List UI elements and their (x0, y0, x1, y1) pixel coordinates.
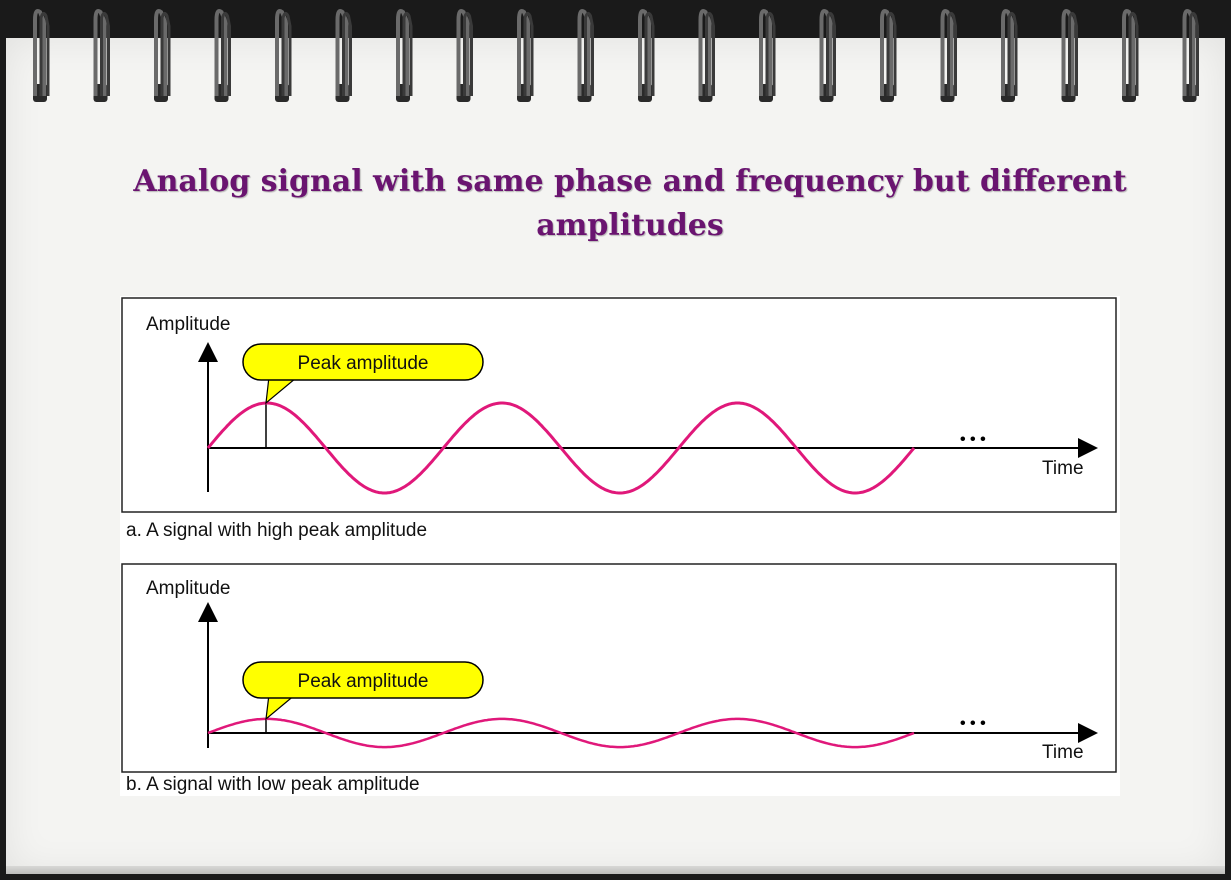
panel-a-callout-bubble (242, 343, 484, 381)
panel-a-y-axis-label: Amplitude (146, 314, 231, 335)
notepad-bottom-edge (6, 866, 1225, 874)
spiral-binding-ring-icon (638, 9, 655, 102)
spiral-binding-ring-icon (1122, 9, 1139, 102)
spiral-binding-ring-icon (698, 9, 715, 102)
panel-b-callout-text: Peak amplitude (298, 671, 429, 692)
spiral-binding-ring-icon (940, 9, 957, 102)
panel-b-frame (121, 563, 1117, 773)
panel-a: Amplitude Time • • • Peak amplitude (121, 297, 1117, 513)
panel-b-callout-bubble (242, 661, 484, 699)
spiral-binding-ring-icon (577, 9, 594, 102)
spiral-binding-ring-icon (1001, 9, 1018, 102)
page-title: Analog signal with same phase and freque… (133, 164, 1127, 243)
panel-a-frame (121, 297, 1117, 513)
spiral-binding-ring-icon (1182, 9, 1199, 102)
panel-b-caption: b. A signal with low peak amplitude (126, 774, 420, 795)
panel-a-continuation-dots: • • • (960, 431, 986, 448)
spiral-binding-ring-icon (759, 9, 776, 102)
figure: Amplitude Time • • • Peak amplitude a. A… (120, 296, 1120, 796)
spiral-binding-ring-icon (880, 9, 897, 102)
panel-a-callout-text: Peak amplitude (298, 353, 429, 374)
spiral-binding-ring-icon (517, 9, 534, 102)
panel-b-signal-wave (207, 717, 915, 749)
panel-b-continuation-dots: • • • (960, 715, 986, 732)
spiral-binding-ring-icon (1061, 9, 1078, 102)
panel-a-caption: a. A signal with high peak amplitude (126, 520, 427, 541)
spiral-binding (0, 0, 1231, 102)
spiral-binding-ring-icon (154, 9, 171, 102)
figure-canvas: Amplitude Time • • • Peak amplitude a. A… (120, 297, 1120, 796)
spiral-binding-ring-icon (33, 9, 50, 102)
panel-a-signal-wave (206, 401, 916, 495)
spiral-binding-ring-icon (335, 9, 352, 102)
panel-b-y-axis-label: Amplitude (146, 578, 231, 599)
panel-a-x-axis-label: Time (1042, 458, 1084, 479)
panel-b-x-axis-label: Time (1042, 742, 1084, 763)
spiral-binding-ring-icon (214, 9, 231, 102)
spiral-binding-ring-icon (819, 9, 836, 102)
spiral-binding-ring-icon (275, 9, 292, 102)
spiral-binding-ring-icon (396, 9, 413, 102)
spiral-binding-ring-icon (456, 9, 473, 102)
spiral-binding-ring-icon (93, 9, 110, 102)
panel-b: Amplitude Time • • • Peak amplitude (121, 563, 1117, 773)
